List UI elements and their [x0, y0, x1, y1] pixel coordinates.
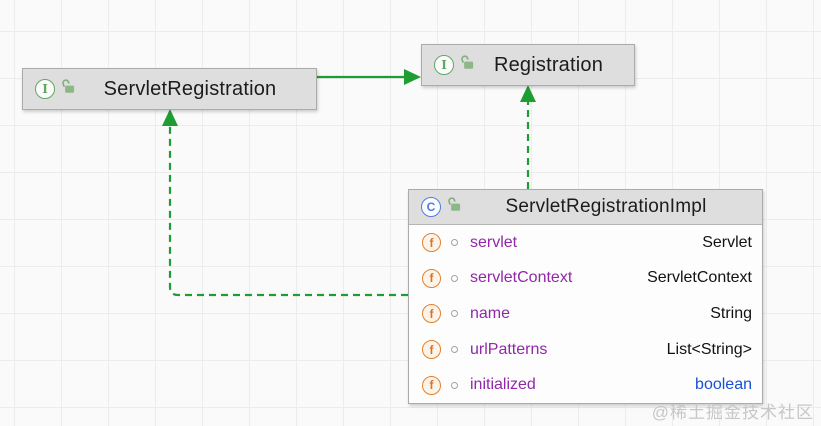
- edge-implements-registration[interactable]: [520, 85, 536, 189]
- unlocked-icon: [61, 79, 76, 99]
- field-icon: f: [422, 375, 441, 395]
- interface-icon: I: [35, 79, 55, 99]
- node-servlet-registration-impl[interactable]: C ServletRegistrationImpl f servlet Serv…: [408, 189, 763, 404]
- fields-list: f servlet Servlet f servletContext Servl…: [409, 225, 762, 403]
- field-type: boolean: [695, 376, 752, 394]
- visibility-package-local-icon: [451, 274, 458, 282]
- field-name: urlPatterns: [470, 340, 548, 358]
- field-name: initialized: [470, 376, 536, 394]
- watermark: @稀土掘金技术社区: [651, 403, 814, 422]
- edge-extends-registration[interactable]: [317, 69, 421, 85]
- node-title: ServletRegistrationImpl: [505, 196, 707, 217]
- field-type: String: [710, 304, 752, 322]
- visibility-package-local-icon: [451, 346, 458, 354]
- visibility-package-local-icon: [451, 381, 458, 389]
- unlocked-icon: [460, 55, 475, 75]
- class-icon: C: [421, 197, 441, 217]
- node-title: ServletRegistration: [103, 77, 277, 100]
- unlocked-icon: [447, 197, 462, 217]
- edge-implements-servlet-registration[interactable]: [162, 109, 408, 297]
- field-icon: f: [422, 268, 441, 288]
- field-row-initialized[interactable]: f initialized boolean: [409, 367, 762, 403]
- field-name: servlet: [470, 233, 518, 251]
- visibility-package-local-icon: [451, 239, 458, 247]
- field-row-url-patterns[interactable]: f urlPatterns List<String>: [409, 332, 762, 368]
- field-row-servlet-context[interactable]: f servletContext ServletContext: [409, 261, 762, 297]
- interface-icon: I: [434, 55, 454, 75]
- field-type: ServletContext: [647, 269, 752, 287]
- node-registration[interactable]: I Registration: [421, 44, 635, 86]
- field-row-name[interactable]: f name String: [409, 296, 762, 332]
- field-icon: f: [422, 340, 441, 360]
- field-icon: f: [422, 233, 441, 253]
- node-title: Registration: [493, 53, 604, 76]
- field-type: Servlet: [702, 233, 752, 251]
- field-type: List<String>: [666, 340, 752, 358]
- node-servlet-registration[interactable]: I ServletRegistration: [22, 68, 317, 110]
- field-name: name: [470, 304, 511, 322]
- field-icon: f: [422, 304, 441, 324]
- field-row-servlet[interactable]: f servlet Servlet: [409, 225, 762, 261]
- visibility-package-local-icon: [451, 310, 458, 318]
- field-name: servletContext: [470, 269, 573, 287]
